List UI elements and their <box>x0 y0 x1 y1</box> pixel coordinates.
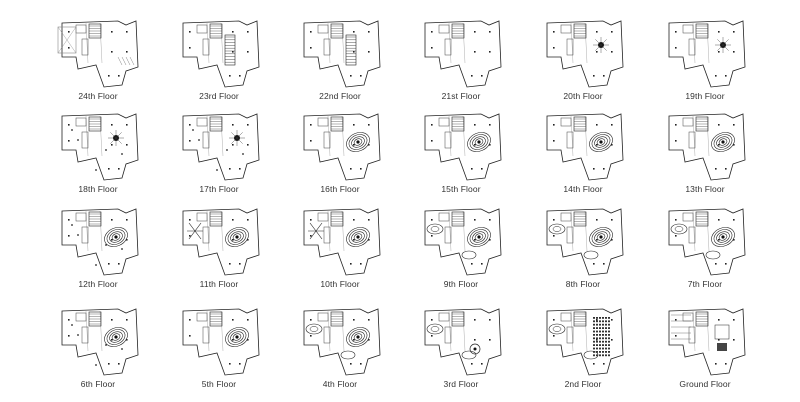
floor-label: 13th Floor <box>685 184 725 194</box>
floor-label: 4th Floor <box>322 379 358 389</box>
floor-plan-drawing <box>541 305 627 377</box>
floor-plan-tile: Ground Floor <box>650 305 760 400</box>
floor-label: 22nd Floor <box>319 91 361 101</box>
floor-plan-drawing <box>663 205 749 277</box>
floor-plan-tile: 20th Floor <box>528 17 638 112</box>
floor-plan-drawing <box>298 17 384 89</box>
floor-label: 12th Floor <box>78 279 118 289</box>
floor-plan-tile: 8th Floor <box>528 205 638 300</box>
floor-label: 14th Floor <box>563 184 603 194</box>
floor-plan-drawing <box>298 110 384 182</box>
floor-plan-drawing <box>177 205 263 277</box>
floor-label: 18th Floor <box>78 184 118 194</box>
floor-label: 10th Floor <box>320 279 360 289</box>
floor-label: 15th Floor <box>441 184 481 194</box>
floor-plan-drawing <box>419 110 505 182</box>
floor-plan-tile: 15th Floor <box>406 110 516 205</box>
floor-label: 8th Floor <box>565 279 601 289</box>
floor-plan-tile: 2nd Floor <box>528 305 638 400</box>
floor-plan-tile: 21st Floor <box>406 17 516 112</box>
floor-plan-tile: 14th Floor <box>528 110 638 205</box>
floor-plan-drawing <box>419 17 505 89</box>
floor-plan-tile: 22nd Floor <box>285 17 395 112</box>
floor-label: 9th Floor <box>443 279 479 289</box>
floor-plan-drawing <box>541 110 627 182</box>
floor-plan-tile: 16th Floor <box>285 110 395 205</box>
floor-plan-drawing <box>663 110 749 182</box>
floor-plan-drawing <box>177 17 263 89</box>
floor-plan-tile: 18th Floor <box>43 110 153 205</box>
floor-plan-tile: 13th Floor <box>650 110 760 205</box>
floor-plan-drawing <box>177 110 263 182</box>
floor-label: 24th Floor <box>78 91 118 101</box>
floor-plan-drawing <box>419 305 505 377</box>
floor-plan-tile: 6th Floor <box>43 305 153 400</box>
floor-plan-drawing <box>541 17 627 89</box>
floor-label: 23rd Floor <box>199 91 239 101</box>
floor-plan-tile: 12th Floor <box>43 205 153 300</box>
floor-plan-drawing <box>56 110 142 182</box>
floor-plan-drawing <box>56 305 142 377</box>
floor-label: 5th Floor <box>201 379 237 389</box>
floor-label: 17th Floor <box>199 184 239 194</box>
floor-plan-drawing <box>298 305 384 377</box>
floor-plan-tile: 9th Floor <box>406 205 516 300</box>
floor-plan-drawing <box>419 205 505 277</box>
floor-label: 16th Floor <box>320 184 360 194</box>
floor-plan-tile: 3rd Floor <box>406 305 516 400</box>
floor-label: 19th Floor <box>685 91 725 101</box>
floor-plan-drawing <box>298 205 384 277</box>
floor-label: 3rd Floor <box>443 379 479 389</box>
floor-plan-drawing <box>56 17 142 89</box>
floor-plan-tile: 17th Floor <box>164 110 274 205</box>
floor-label: 2nd Floor <box>564 379 602 389</box>
floor-plan-tile: 10th Floor <box>285 205 395 300</box>
floor-label: 20th Floor <box>563 91 603 101</box>
floor-label: 21st Floor <box>441 91 481 101</box>
floor-plan-drawing <box>177 305 263 377</box>
floor-plan-drawing <box>541 205 627 277</box>
floor-plan-tile: 19th Floor <box>650 17 760 112</box>
floor-label: Ground Floor <box>679 379 731 389</box>
floor-plan-drawing <box>56 205 142 277</box>
floor-plan-tile: 24th Floor <box>43 17 153 112</box>
floor-label: 6th Floor <box>80 379 116 389</box>
floor-plan-tile: 4th Floor <box>285 305 395 400</box>
floor-plan-drawing <box>663 17 749 89</box>
floor-plan-tile: 7th Floor <box>650 205 760 300</box>
floor-plan-tile: 5th Floor <box>164 305 274 400</box>
floor-label: 11th Floor <box>199 279 239 289</box>
floor-plan-drawing <box>663 305 749 377</box>
floor-label: 7th Floor <box>687 279 723 289</box>
floor-plan-tile: 23rd Floor <box>164 17 274 112</box>
floor-plan-tile: 11th Floor <box>164 205 274 300</box>
